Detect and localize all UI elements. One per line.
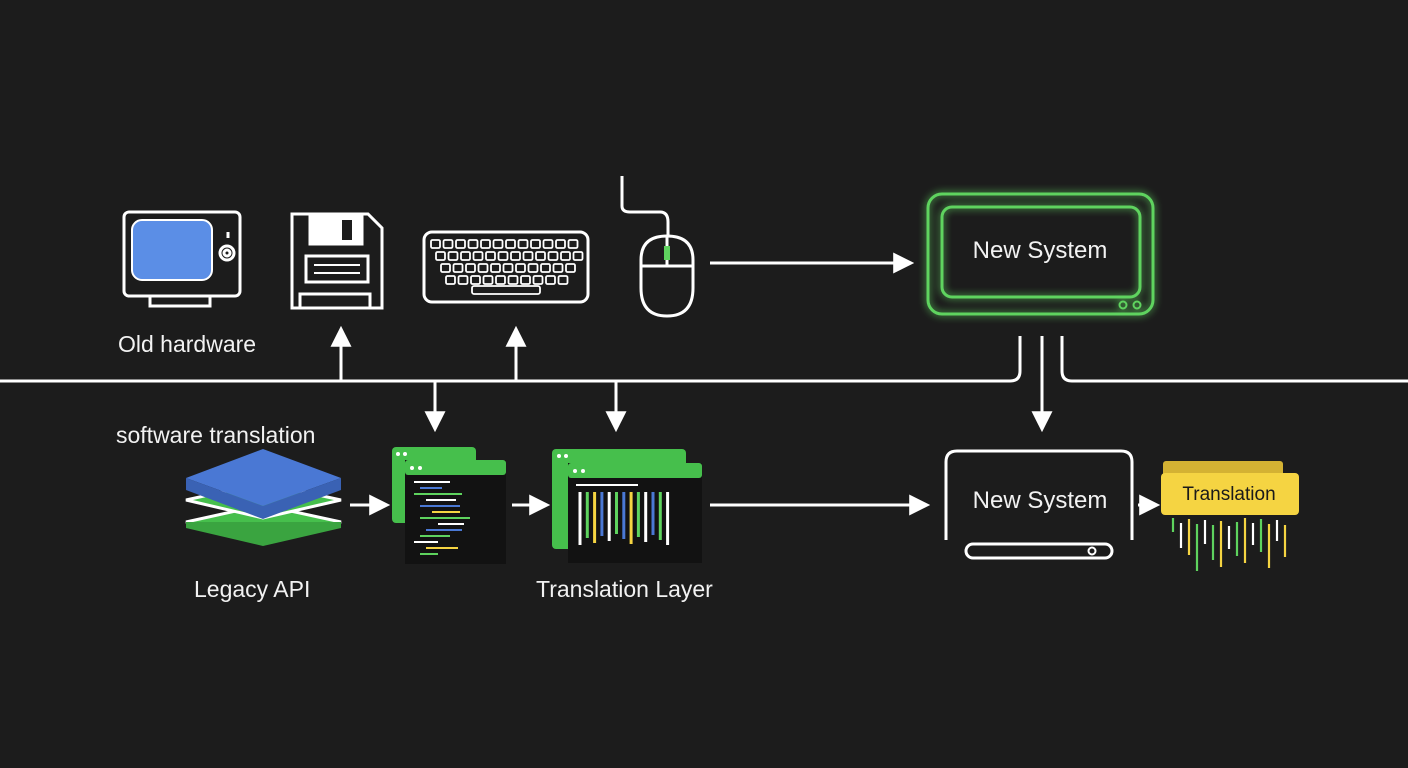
keyboard-key bbox=[507, 275, 519, 285]
layer-stack-icon bbox=[185, 449, 342, 546]
keyboard-key bbox=[470, 275, 481, 285]
keyboard-key bbox=[430, 239, 441, 249]
keyboard-key bbox=[495, 275, 506, 285]
keyboard-key bbox=[515, 263, 526, 273]
top-new-system-frame bbox=[926, 192, 1155, 316]
code-window-icon bbox=[392, 447, 506, 564]
keyboard-icon bbox=[422, 230, 590, 304]
keyboard-key bbox=[505, 239, 516, 249]
keyboard-key bbox=[455, 239, 466, 249]
software-translation-label: software translation bbox=[116, 422, 316, 448]
keyboard-key bbox=[435, 251, 446, 261]
keyboard-key bbox=[545, 275, 556, 285]
keyboard-key bbox=[565, 263, 576, 273]
keyboard-key bbox=[522, 251, 534, 261]
keyboard-key bbox=[535, 251, 546, 261]
bottom-new-system-frame bbox=[944, 449, 1134, 560]
bars-window-icon bbox=[552, 449, 702, 563]
keyboard-key bbox=[492, 239, 504, 249]
keyboard-key bbox=[527, 263, 539, 273]
keyboard-key bbox=[572, 251, 584, 261]
keyboard-key bbox=[472, 251, 484, 261]
keyboard-key bbox=[530, 239, 541, 249]
keyboard-key bbox=[540, 263, 551, 273]
keyboard-key bbox=[447, 251, 459, 261]
keyboard-key bbox=[567, 239, 579, 249]
old-hardware-label: Old hardware bbox=[118, 331, 257, 357]
keyboard-key bbox=[497, 251, 509, 261]
keyboard-key bbox=[467, 239, 479, 249]
crt-monitor-icon bbox=[122, 210, 242, 308]
keyboard-key bbox=[532, 275, 544, 285]
keyboard-key bbox=[555, 239, 566, 249]
keyboard-key bbox=[465, 263, 476, 273]
keyboard-key bbox=[482, 275, 494, 285]
translation-chip-label: Translation bbox=[1182, 484, 1276, 505]
bottom-system-title: New System bbox=[972, 487, 1108, 514]
keyboard-key bbox=[552, 263, 564, 273]
keyboard-key bbox=[460, 251, 471, 261]
keyboard-key bbox=[560, 251, 571, 261]
keyboard-key bbox=[457, 275, 469, 285]
keyboard-key bbox=[442, 239, 454, 249]
keyboard-key bbox=[452, 263, 464, 273]
keyboard-key bbox=[485, 251, 496, 261]
keyboard-key bbox=[520, 275, 531, 285]
mouse-icon bbox=[620, 176, 695, 318]
keyboard-key bbox=[440, 263, 451, 273]
translation-layer-label: Translation Layer bbox=[536, 576, 713, 602]
keyboard-key bbox=[517, 239, 529, 249]
keyboard-key bbox=[445, 275, 456, 285]
main-bus-line bbox=[0, 336, 1408, 383]
keyboard-key bbox=[477, 263, 489, 273]
keyboard-key bbox=[542, 239, 554, 249]
keyboard-key bbox=[490, 263, 501, 273]
folder-icon bbox=[1161, 461, 1299, 515]
keyboard-key bbox=[480, 239, 491, 249]
keyboard-key bbox=[510, 251, 521, 261]
keyboard-key bbox=[502, 263, 514, 273]
translation-bars bbox=[1171, 518, 1287, 571]
legacy-api-label: Legacy API bbox=[194, 576, 311, 602]
keyboard-key bbox=[547, 251, 559, 261]
floppy-disk-icon bbox=[290, 212, 384, 310]
top-system-title: New System bbox=[972, 237, 1108, 264]
keyboard-key bbox=[557, 275, 569, 285]
